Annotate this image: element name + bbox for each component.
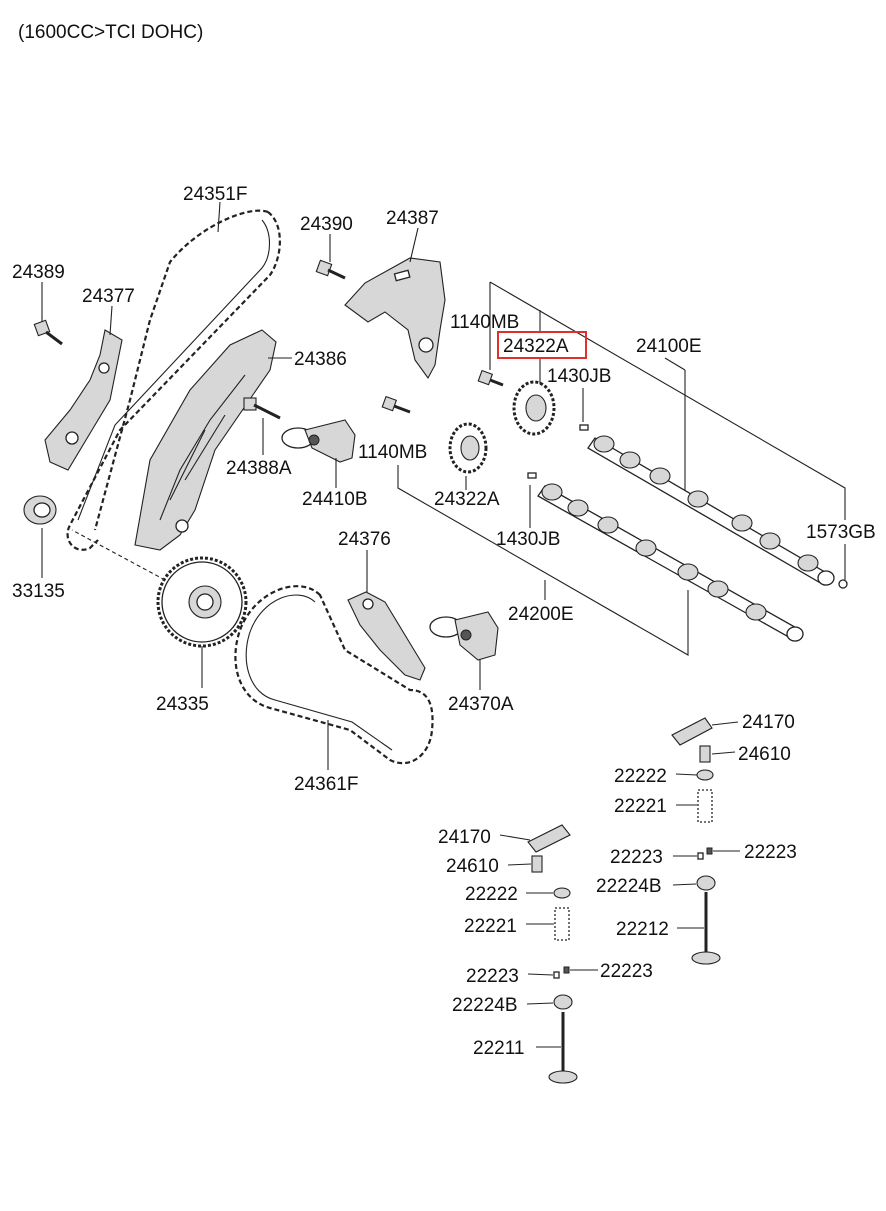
bolt-24389 [33, 319, 63, 346]
label-1430JB-lower[interactable]: 1430JB [496, 529, 560, 550]
label-24610-right[interactable]: 24610 [738, 744, 791, 765]
bolt-1140MB-upper [477, 369, 504, 387]
label-24389[interactable]: 24389 [12, 262, 65, 283]
pin-1430JB-upper [579, 424, 589, 431]
label-24351F[interactable]: 24351F [183, 184, 247, 205]
label-22224B-left[interactable]: 22224B [452, 995, 518, 1016]
label-22223-left-a[interactable]: 22223 [466, 966, 519, 987]
camshaft-24100E [587, 435, 835, 586]
tensioner-24410B [281, 419, 356, 463]
part-labels: 24351F 24390 24387 24389 24377 1140MB 24… [12, 184, 876, 1059]
label-22221-right[interactable]: 22221 [614, 796, 667, 817]
label-24200E[interactable]: 24200E [508, 604, 574, 625]
timing-chain-lower [234, 585, 434, 765]
bolt-24390 [315, 259, 346, 280]
label-24361F[interactable]: 24361F [294, 774, 358, 795]
label-24377[interactable]: 24377 [82, 286, 135, 307]
label-22222-left[interactable]: 22222 [465, 884, 518, 905]
label-24410B[interactable]: 24410B [302, 489, 368, 510]
label-22223-right-a[interactable]: 22223 [610, 847, 663, 868]
camshaft-24200E [537, 483, 804, 642]
valve-train-right [671, 717, 721, 965]
label-24335[interactable]: 24335 [156, 694, 209, 715]
bolt-1140MB-lower [381, 395, 411, 414]
label-24388A[interactable]: 24388A [226, 458, 292, 479]
header-title: (1600CC>TCI DOHC) [18, 22, 203, 43]
label-22221-left[interactable]: 22221 [464, 916, 517, 937]
label-24376[interactable]: 24376 [338, 529, 391, 550]
label-22212[interactable]: 22212 [616, 919, 669, 940]
label-22223-right-b[interactable]: 22223 [744, 842, 797, 863]
highlight-box [497, 331, 587, 359]
label-22222-right[interactable]: 22222 [614, 766, 667, 787]
label-33135[interactable]: 33135 [12, 581, 65, 602]
label-24386[interactable]: 24386 [294, 349, 347, 370]
label-24170-right[interactable]: 24170 [742, 712, 795, 733]
bolt-24388A [243, 397, 281, 420]
label-1140MB-lower[interactable]: 1140MB [358, 442, 427, 463]
cam-sprocket-upper [512, 380, 556, 436]
label-24610-left[interactable]: 24610 [446, 856, 499, 877]
plug-1573GB [838, 579, 848, 589]
label-24387[interactable]: 24387 [386, 208, 439, 229]
valve-train-left [527, 824, 578, 1084]
label-22224B-right[interactable]: 22224B [596, 876, 662, 897]
chain-guide-24377 [44, 329, 123, 471]
label-1573GB[interactable]: 1573GB [806, 522, 876, 543]
leader-lines [41, 201, 846, 1048]
cam-sprocket-lower [448, 422, 488, 474]
label-24322A-lower[interactable]: 24322A [434, 489, 500, 510]
tensioner-arm-24386 [134, 329, 277, 551]
label-24370A[interactable]: 24370A [448, 694, 514, 715]
bracket-24387 [344, 257, 446, 380]
label-22211[interactable]: 22211 [473, 1038, 524, 1059]
label-24100E[interactable]: 24100E [636, 336, 702, 357]
label-24390[interactable]: 24390 [300, 214, 353, 235]
label-24170-left[interactable]: 24170 [438, 827, 491, 848]
label-1430JB-upper[interactable]: 1430JB [547, 366, 611, 387]
label-24322A-highlighted[interactable]: 24322A [503, 336, 569, 357]
label-1140MB-upper[interactable]: 1140MB [450, 312, 519, 333]
chain-guide-24376 [347, 591, 426, 681]
washer-33135 [23, 495, 57, 525]
label-22223-left-b[interactable]: 22223 [600, 961, 653, 982]
timing-chain-upper [66, 209, 281, 551]
crank-sprocket-24335 [156, 556, 248, 648]
pin-1430JB-lower [527, 472, 537, 479]
tensioner-24370A [429, 611, 499, 661]
